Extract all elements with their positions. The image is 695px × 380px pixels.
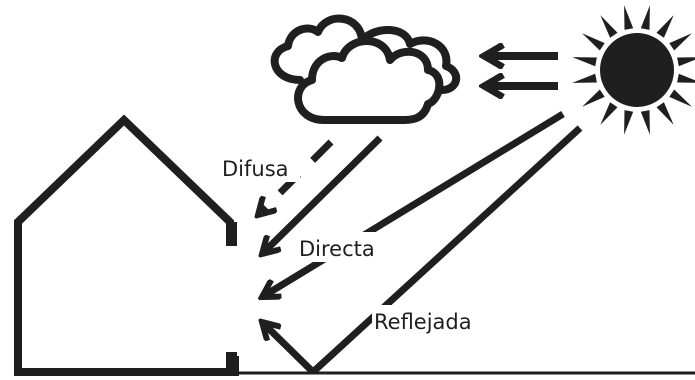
sun-ray [600, 102, 618, 125]
sun-ray [582, 89, 605, 107]
direct-arrows [262, 111, 565, 297]
sun-ray [624, 110, 634, 135]
diffuse-label: Difusa [222, 157, 289, 181]
sun-ray [640, 5, 650, 30]
sun-ray [572, 57, 597, 67]
sun-ray [669, 89, 692, 107]
sun-ray [582, 33, 605, 51]
sun-ray [572, 73, 597, 83]
sun-to-cloud-arrows [484, 56, 558, 86]
sun-icon [572, 5, 695, 135]
cloud-icon [270, 14, 460, 124]
house-icon [14, 114, 239, 376]
sun-ray [656, 15, 674, 38]
direct-label: Directa [299, 237, 375, 261]
sun-ray [677, 73, 695, 83]
sun-ray [669, 33, 692, 51]
direct-arrow-from-cloud [262, 135, 383, 254]
reflected-arrow [262, 125, 583, 375]
sun-ray [624, 5, 634, 30]
direct-arrow-from-sun [262, 111, 565, 297]
sun-ray [640, 110, 650, 135]
sun-ray [656, 102, 674, 125]
sun-ray [677, 57, 695, 67]
reflected-label: Reflejada [374, 310, 472, 334]
sun-ray [600, 15, 618, 38]
